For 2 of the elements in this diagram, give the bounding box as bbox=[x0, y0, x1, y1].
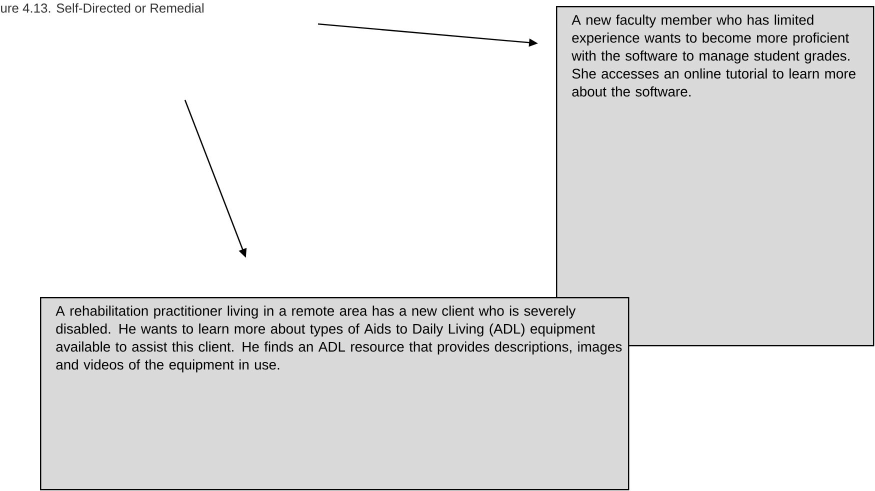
figure-title: ure 4.13. Self-Directed or Remedial bbox=[1, 3, 204, 13]
text-box: A rehabilitation practitioner living in a remote area has a new client who is severely disabled. He wants to learn more about types of Aids to Daily Living (ADL) equipment available to assist this client. He finds an ADL resource that provides descriptions, images and videos of the equipment in use. bbox=[40, 297, 630, 490]
